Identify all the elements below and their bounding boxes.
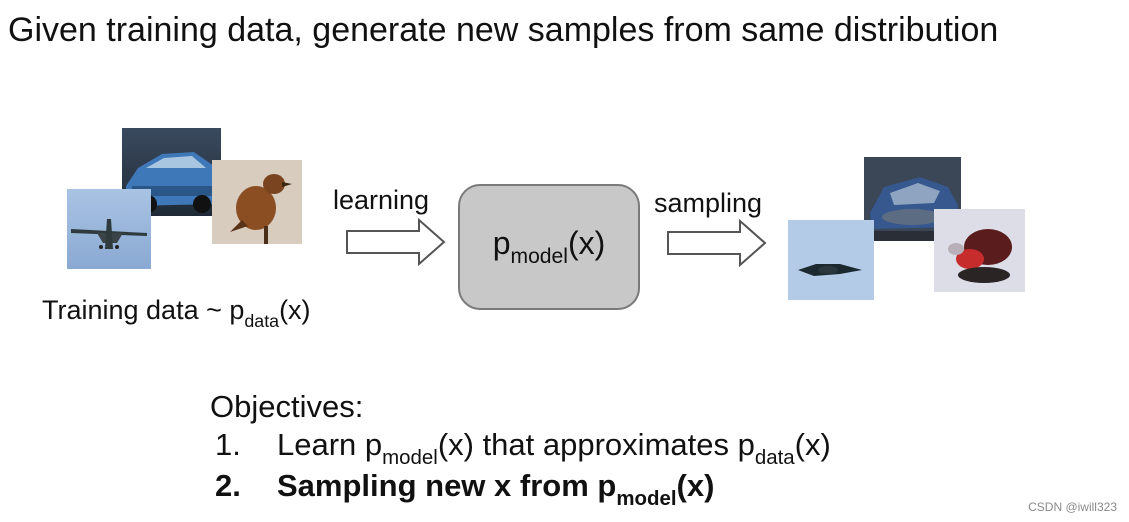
objective-2-text-a: Sampling new x from p [277, 468, 617, 503]
objective-1-number: 1. [215, 427, 241, 462]
training-label-subscript: data [244, 311, 280, 332]
training-image-airplane [67, 189, 151, 269]
objective-item-1: 1. Learn pmodel(x) that approximates pdat… [215, 426, 831, 470]
page-title: Given training data, generate new sample… [8, 11, 999, 49]
model-label-p: p [492, 224, 511, 261]
training-image-bird [212, 160, 302, 244]
model-label-suffix: (x) [567, 224, 606, 261]
objective-1-text-b: (x) that approximates p [437, 427, 755, 462]
watermark: CSDN @iwill323 [1028, 500, 1117, 514]
model-label: pmodel(x) [492, 224, 606, 269]
learning-label: learning [333, 185, 430, 215]
objective-2-text-b: (x) [676, 468, 715, 503]
objective-item-2: 2. Sampling new x from pmodel(x) [215, 467, 715, 511]
sampling-arrow-icon [667, 219, 767, 267]
model-label-subscript: model [510, 245, 568, 268]
generated-image-bird [934, 209, 1025, 292]
objective-2-subscript: model [616, 487, 677, 511]
objective-1-text-c: (x) [794, 427, 831, 462]
training-label-prefix: Training data ~ p [42, 295, 245, 325]
objective-1-text-a: Learn p [277, 427, 383, 462]
model-box: pmodel(x) [458, 184, 640, 310]
training-data-label: Training data ~ pdata(x) [42, 294, 311, 332]
objectives-heading: Objectives: [210, 389, 364, 424]
objective-1-subscript-a: model [382, 446, 438, 470]
objective-1-subscript-b: data [754, 446, 795, 470]
objective-2-number: 2. [215, 468, 241, 503]
learning-arrow-icon [346, 218, 446, 266]
sampling-label: sampling [654, 188, 763, 218]
generated-image-airplane [788, 220, 874, 300]
training-label-suffix: (x) [279, 295, 311, 325]
